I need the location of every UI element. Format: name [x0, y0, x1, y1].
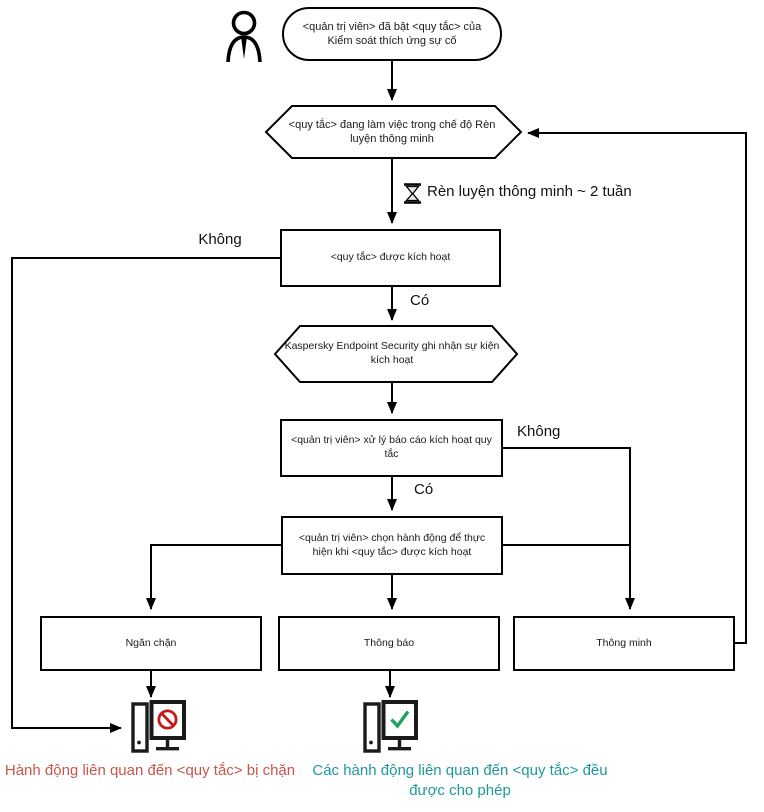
training-mode-shape	[264, 105, 523, 159]
rule-triggered-node: <quy tắc> được kích hoạt	[280, 229, 501, 287]
action-block-node: Ngăn chặn	[40, 616, 262, 671]
training-mode-label: <quy tắc> đang làm việc trong chế độ Rèn…	[288, 118, 496, 145]
edge-label-no-right: Không	[517, 423, 561, 440]
computer-blocked-icon	[131, 700, 186, 753]
edge-label-no-left: Không	[198, 231, 242, 248]
connector-smart-loop-to-training	[527, 128, 747, 644]
computer-allowed-icon	[363, 700, 418, 753]
start-node-label: <quản trị viên> đã bật <quy tắc> của Kiể…	[302, 20, 482, 47]
edge-label-yes-1: Có	[410, 292, 430, 309]
action-smart-node: Thông minh	[513, 616, 735, 671]
action-notify-label: Thông báo	[363, 636, 415, 649]
edge-label-yes-2: Có	[414, 481, 434, 498]
connector-no-to-blocked-computer	[11, 257, 280, 733]
admin-reviews-node: <quản trị viên> xử lý báo cáo kích hoạt …	[280, 419, 503, 477]
connector-no-to-smart	[503, 447, 635, 610]
caption-allowed: Các hành động liên quan đến <quy tắc> đề…	[312, 762, 608, 800]
start-node-shape	[282, 7, 502, 61]
kes-logs-shape	[273, 325, 519, 383]
action-notify-node: Thông báo	[278, 616, 500, 671]
rule-triggered-label: <quy tắc> được kích hoạt	[330, 251, 451, 264]
training-duration-note: Rèn luyện thông minh ~ 2 tuần	[427, 183, 632, 200]
action-smart-label: Thông minh	[596, 636, 652, 649]
action-block-label: Ngăn chặn	[125, 636, 177, 649]
admin-selects-label: <quản trị viên> chọn hành động để thực h…	[298, 531, 486, 558]
person-icon	[226, 10, 262, 63]
admin-selects-node: <quản trị viên> chọn hành động để thực h…	[281, 516, 503, 575]
admin-reviews-label: <quản trị viên> xử lý báo cáo kích hoạt …	[291, 434, 492, 460]
caption-blocked: Hành động liên quan đến <quy tắc> bị chặ…	[4, 762, 296, 779]
hourglass-icon	[404, 183, 421, 204]
connector-selects-to-block	[146, 544, 281, 610]
kes-logs-label: Kaspersky Endpoint Security ghi nhận sự …	[284, 340, 500, 366]
checkmark-icon	[390, 710, 410, 729]
prohibition-icon	[157, 709, 178, 730]
